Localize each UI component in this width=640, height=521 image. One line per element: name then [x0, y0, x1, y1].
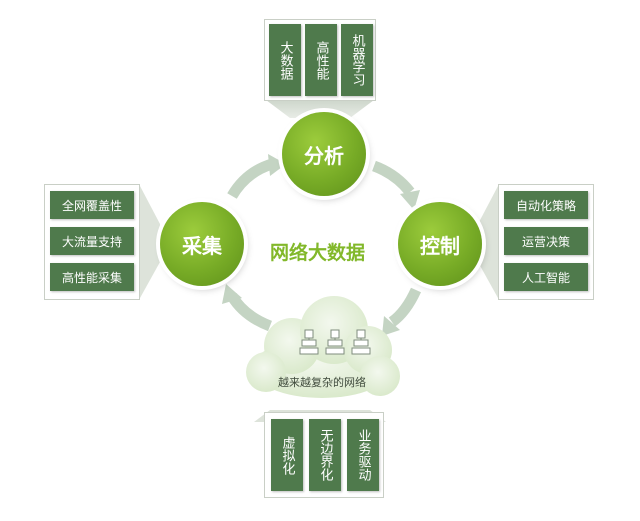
arrowhead-right	[400, 190, 420, 210]
arrow-bottom-to-left	[227, 292, 273, 332]
left-item: 大流量支持	[50, 227, 134, 255]
node-analysis: 分析	[282, 112, 366, 196]
arrowhead-top	[268, 154, 286, 176]
right-item: 运营决策	[504, 227, 588, 255]
right-item: 自动化策略	[504, 191, 588, 219]
arrow-right-to-bottom	[388, 287, 422, 327]
top-item: 大数据	[269, 24, 301, 96]
server-icon	[351, 329, 371, 355]
node-control: 控制	[398, 202, 482, 286]
arrow-heads	[222, 154, 420, 336]
server-icons	[299, 329, 371, 355]
bottom-item: 业务驱动	[347, 419, 379, 491]
bottom-item: 虚拟化	[271, 419, 303, 491]
arrow-top-to-right	[371, 160, 415, 196]
server-icon	[299, 329, 319, 355]
left-item: 全网覆盖性	[50, 191, 134, 219]
cloud-caption: 越来越复杂的网络	[278, 376, 366, 389]
right-panel: 自动化策略 运营决策 人工智能	[498, 184, 594, 300]
top-item: 高性能	[305, 24, 337, 96]
arrow-left-to-top	[227, 158, 274, 199]
top-item: 机器学习	[341, 24, 373, 96]
top-panel: 大数据 高性能 机器学习	[264, 19, 376, 101]
center-title: 网络大数据	[270, 242, 366, 264]
left-item: 高性能采集	[50, 263, 134, 291]
right-item: 人工智能	[504, 263, 588, 291]
node-collection: 采集	[160, 202, 244, 286]
left-panel: 全网覆盖性 大流量支持 高性能采集	[44, 184, 140, 300]
arrowhead-bottom	[382, 316, 400, 336]
bottom-panel: 虚拟化 无边界化 业务驱动	[264, 412, 384, 498]
bottom-item: 无边界化	[309, 419, 341, 491]
server-icon	[325, 329, 345, 355]
top-connector	[266, 100, 374, 118]
right-connector	[478, 186, 498, 298]
arrowhead-left	[222, 284, 242, 304]
left-connector	[140, 186, 160, 298]
